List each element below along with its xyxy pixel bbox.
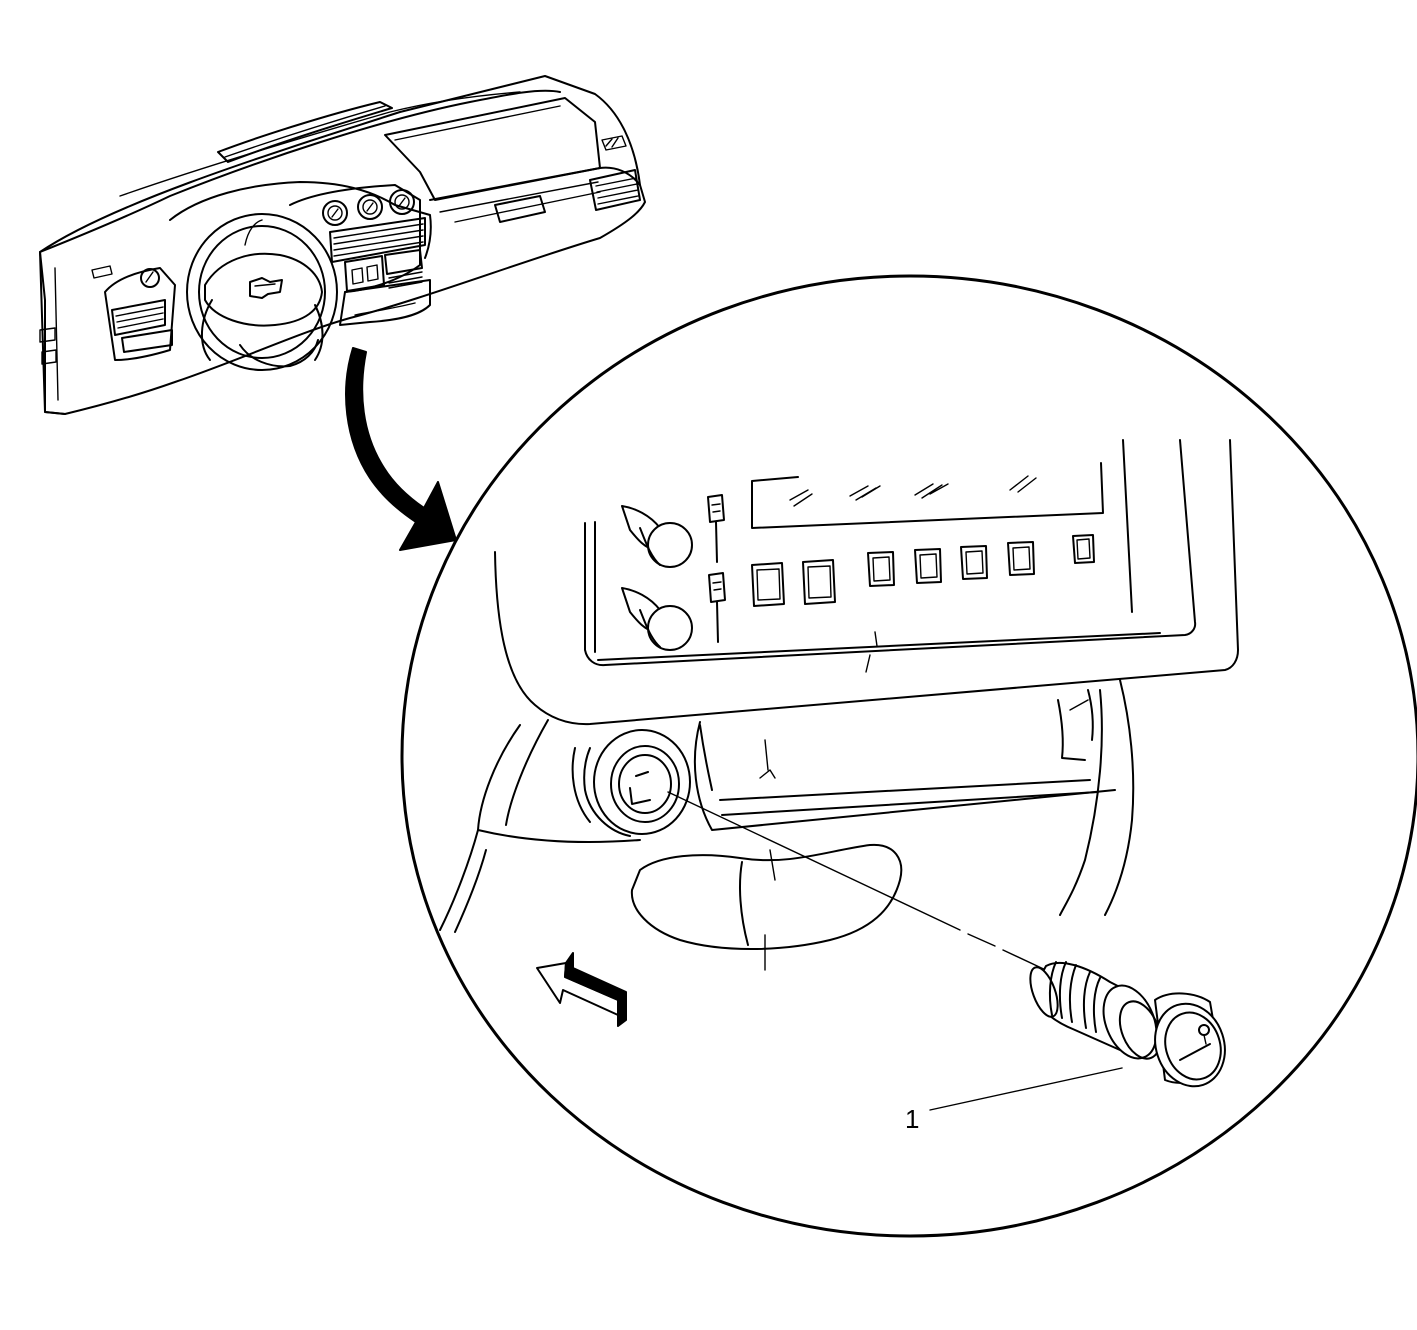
callout-1-leader — [929, 1067, 1123, 1111]
instrument-panel-overview-icon — [39, 75, 646, 415]
callout-1-label: 1 — [905, 1104, 919, 1134]
push-button-row — [751, 534, 1095, 607]
callout-1: 1 — [905, 1067, 1123, 1134]
lighter-element-icon — [1029, 961, 1226, 1088]
curved-arrow-icon — [345, 347, 457, 551]
vehicle-front-arrow-icon — [536, 952, 627, 1027]
detail-circle-icon — [400, 274, 1417, 1238]
